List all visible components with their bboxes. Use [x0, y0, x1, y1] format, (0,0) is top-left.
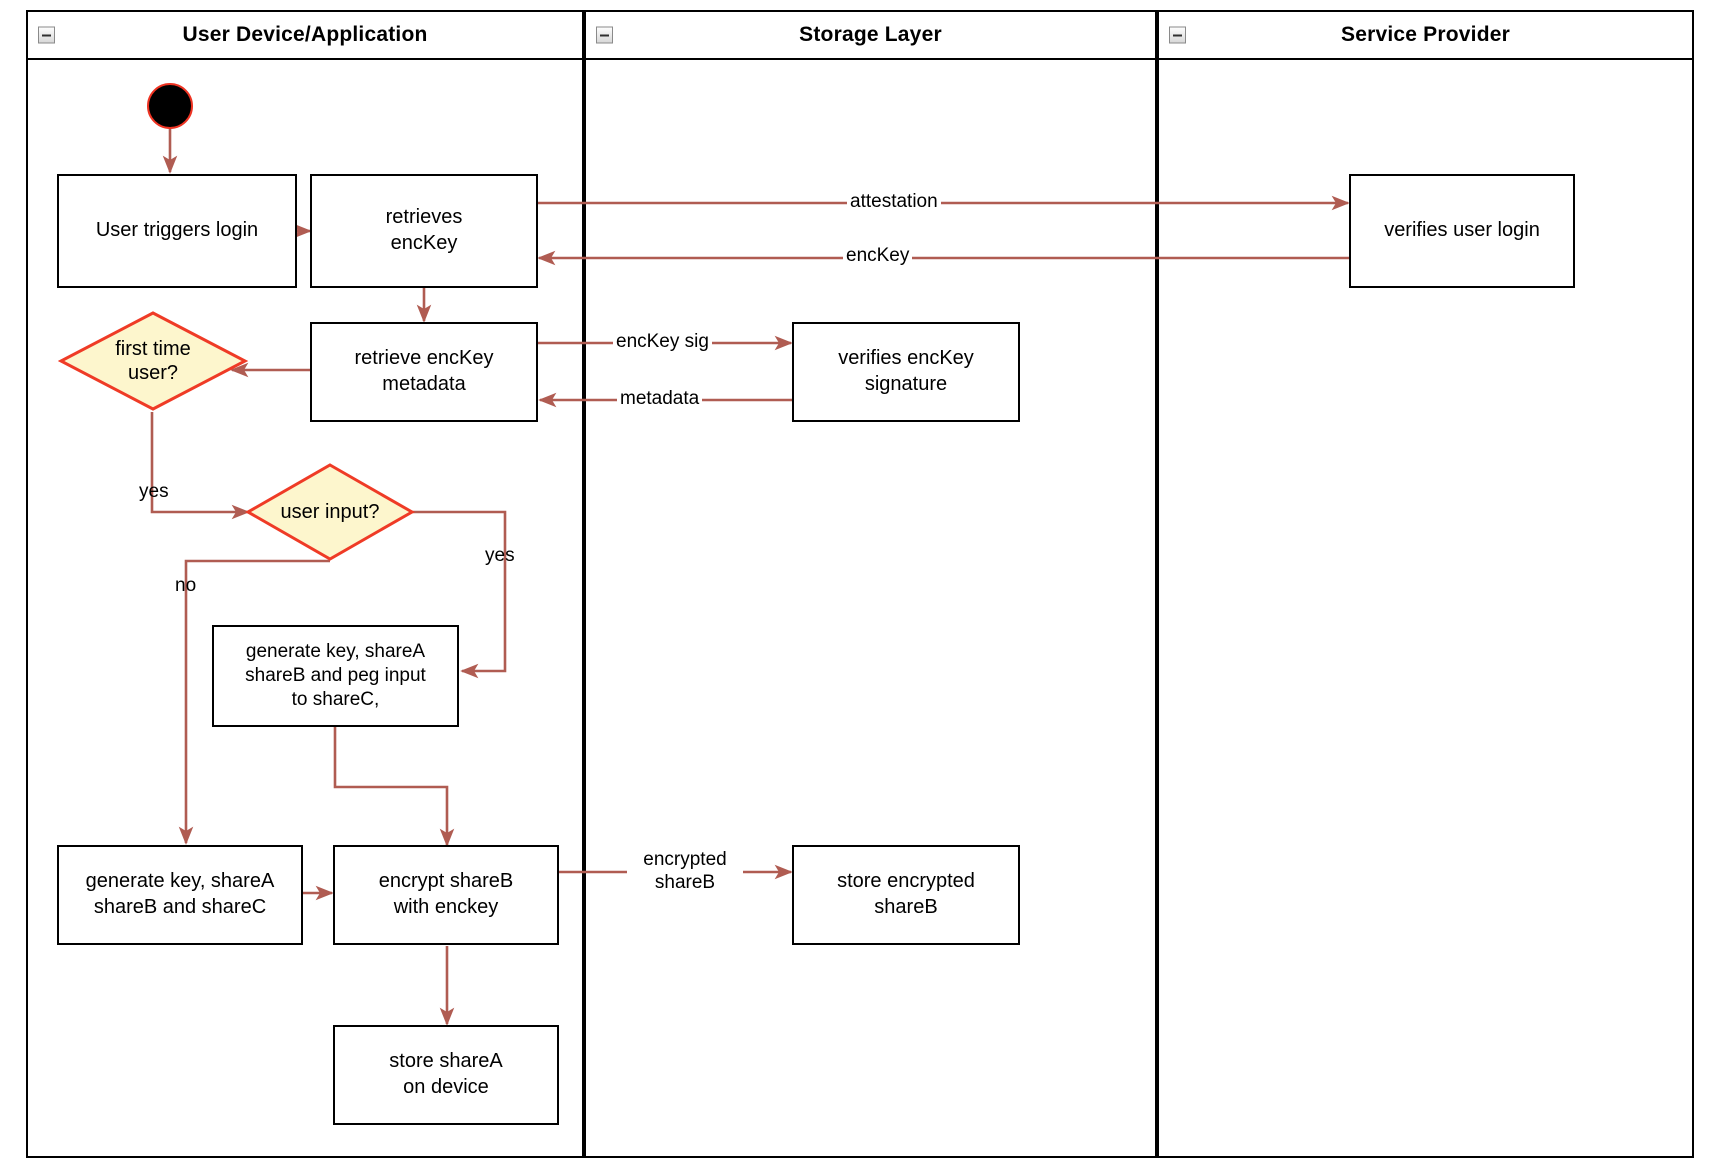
decision-user-input[interactable]: user input?	[245, 462, 415, 562]
edge-label-attestation: attestation	[847, 191, 941, 214]
swimlane-header-service-provider[interactable]: Service Provider	[1159, 12, 1692, 60]
minus-icon[interactable]	[596, 26, 613, 44]
minus-icon[interactable]	[1169, 26, 1186, 44]
swimlane-title-user-device: User Device/Application	[182, 23, 428, 46]
action-retrieve-enckey-metadata[interactable]: retrieve encKey metadata	[310, 322, 538, 422]
swimlane-header-storage-layer[interactable]: Storage Layer	[586, 12, 1155, 60]
swimlane-title-service-provider: Service Provider	[1341, 23, 1510, 46]
action-store-sharea-on-device[interactable]: store shareA on device	[333, 1025, 559, 1125]
action-user-triggers-login[interactable]: User triggers login	[57, 174, 297, 288]
action-verifies-user-login[interactable]: verifies user login	[1349, 174, 1575, 288]
action-generate-key-peg-input[interactable]: generate key, shareA shareB and peg inpu…	[212, 625, 459, 727]
swimlane-storage-layer[interactable]: Storage Layer	[584, 10, 1157, 1158]
swimlane-header-user-device[interactable]: User Device/Application	[28, 12, 582, 60]
swimlane-service-provider[interactable]: Service Provider	[1157, 10, 1694, 1158]
action-encrypt-shareb[interactable]: encrypt shareB with enckey	[333, 845, 559, 945]
edge-label-metadata: metadata	[617, 388, 703, 411]
decision-first-time-user[interactable]: first time user?	[58, 310, 248, 412]
edge-label-no-user-input: no	[175, 575, 197, 596]
edge-label-yes-first-time: yes	[139, 481, 169, 502]
action-verifies-enckey-signature[interactable]: verifies encKey signature	[792, 322, 1020, 422]
edge-label-encrypted-shareb: encrypted shareB	[627, 849, 743, 895]
edge-label-yes-user-input: yes	[485, 545, 515, 566]
initial-node-start[interactable]	[147, 83, 193, 129]
swimlane-title-storage-layer: Storage Layer	[799, 23, 942, 46]
swimlane-user-device[interactable]: User Device/Application	[26, 10, 584, 1158]
action-store-encrypted-shareb[interactable]: store encrypted shareB	[792, 845, 1020, 945]
edge-label-enckey-sig: encKey sig	[613, 331, 712, 354]
edge-label-enckey: encKey	[843, 245, 913, 268]
minus-icon[interactable]	[38, 26, 55, 44]
action-retrieves-enckey[interactable]: retrieves encKey	[310, 174, 538, 288]
action-generate-key-shares[interactable]: generate key, shareA shareB and shareC	[57, 845, 303, 945]
